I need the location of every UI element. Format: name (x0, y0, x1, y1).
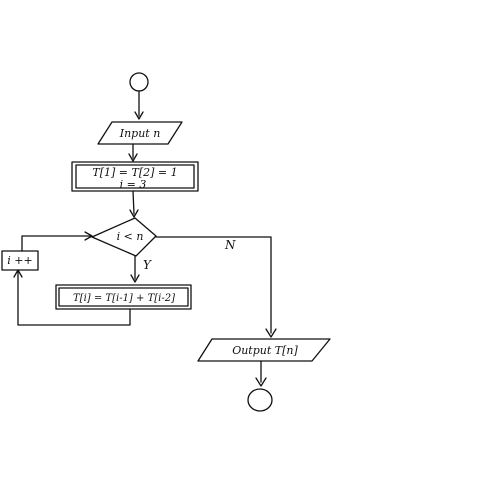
decision-label: i < n (117, 230, 144, 243)
end-terminal (247, 388, 273, 412)
compute-process-inner (58, 287, 189, 307)
arrowhead-input (134, 111, 144, 120)
output-shape (197, 338, 331, 362)
arrowhead-init (128, 153, 138, 162)
connector-init-decision (132, 190, 135, 215)
input-label: Input n (119, 127, 161, 140)
yes-label: Y (143, 258, 152, 272)
no-label: N (224, 238, 236, 252)
init-process-inner (75, 164, 195, 189)
init-process-box (71, 161, 199, 192)
connector-decision-output (155, 236, 272, 334)
output-label: Output T[n] (232, 344, 298, 357)
decision-shape (91, 217, 157, 257)
input-shape (97, 121, 183, 145)
connector-increment-decision (21, 235, 91, 252)
arrowhead-loop-decision (84, 231, 93, 241)
connector-compute-increment (17, 271, 131, 326)
compute-process-box (55, 284, 192, 310)
increment-process-box (1, 250, 39, 271)
arrowhead-output (265, 328, 277, 338)
arrowhead-end (255, 377, 267, 387)
arrowhead-compute (130, 274, 140, 283)
compute-label: T[i] = T[i-1] + T[i-2] (73, 293, 175, 304)
start-terminal (129, 72, 149, 92)
arrowhead-decision (129, 209, 139, 218)
init-label-line1: T[1] = T[2] = 1 (92, 166, 177, 179)
init-label-line2: i = 3 (120, 178, 147, 191)
increment-label: i ++ (7, 254, 32, 267)
